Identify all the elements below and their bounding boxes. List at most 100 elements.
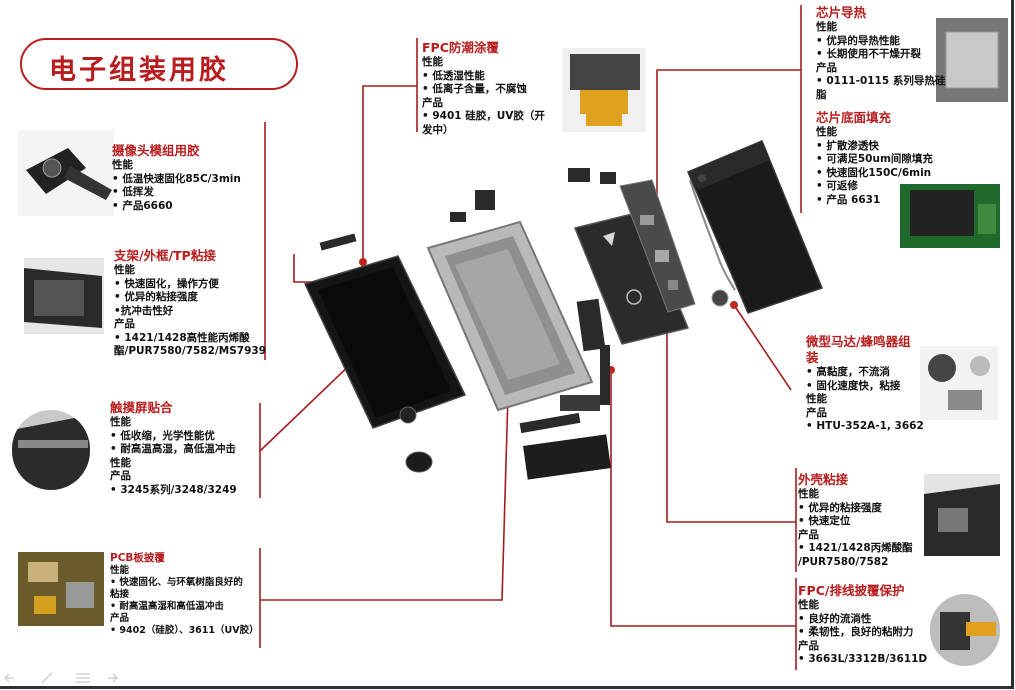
- callout-line: 产品: [422, 96, 443, 109]
- callout-line: 性能: [112, 159, 133, 171]
- callout-line: 产品: [114, 318, 135, 330]
- callout-line: 性能: [798, 599, 819, 611]
- battery-illustration: [573, 211, 690, 345]
- callout-line: 性能: [114, 264, 135, 276]
- title-pill: 电子组装用胶: [20, 38, 298, 90]
- callout-line: 性能: [816, 126, 837, 138]
- touchscreen-photo: [12, 410, 90, 490]
- callout-line: 酯/PUR7580/7582/MS7939: [114, 345, 266, 357]
- callout-heading: 外壳粘接: [798, 472, 849, 487]
- callout-line: • 扩散渗透快: [816, 139, 879, 152]
- page-title: 电子组装用胶: [49, 55, 229, 86]
- callout-line: 性能: [798, 488, 819, 500]
- pcb-photo: [18, 552, 104, 626]
- callout-line: • 9401 硅胶，UV胶（开: [422, 110, 545, 122]
- callout-line: • 低离子含量，不腐蚀: [422, 83, 527, 95]
- callout-line: • 产品 6631: [816, 193, 881, 206]
- callout-line: • 产品6660: [112, 199, 173, 212]
- fpc-cable-photo: [930, 594, 1000, 666]
- callout-line: 性能: [806, 393, 827, 405]
- callout-heading: 摄像头模组用胶: [112, 143, 200, 158]
- camera-module-photo: [18, 130, 114, 216]
- callout-chip-thermal: 芯片导热 性能 • 优异的导热性能 • 长期使用不干燥开裂 产品 • 0111-…: [816, 5, 945, 102]
- callout-heading: 芯片导热: [816, 5, 867, 20]
- callout-line: • 长期使用不干燥开裂: [816, 48, 921, 60]
- callout-line: • 耐高温高湿和高低温冲击: [110, 601, 224, 612]
- callout-line: 脂: [816, 88, 827, 101]
- callout-line: 性能: [110, 456, 131, 469]
- callout-line: • 优异的粘接强度: [798, 501, 882, 514]
- callout-housing: 外壳粘接 性能 • 优异的粘接强度 • 快速定位 产品 • 1421/1428丙…: [798, 472, 913, 569]
- callout-line: • 低透湿性能: [422, 69, 485, 82]
- cpu-chip-photo: [936, 18, 1008, 102]
- callout-underfill: 芯片底面填充 性能 • 扩散渗透快 • 可满足50um间隙填充 • 快速固化15…: [816, 110, 933, 207]
- callout-heading: FPC防潮涂覆: [422, 40, 499, 55]
- callout-line: • 1421/1428丙烯酸酯: [798, 542, 913, 554]
- callout-camera: 摄像头模组用胶 性能 • 低温快速固化85C/3min • 低挥发 • 产品66…: [112, 143, 241, 213]
- underfill-board-photo: [900, 184, 1000, 248]
- callout-motor: 微型马达/蜂鸣器组 装 • 高黏度，不流淌 • 固化速度快，粘接 性能 产品 •…: [806, 334, 924, 434]
- callout-heading: PCB板披覆: [110, 552, 165, 564]
- front-screen-illustration: [303, 255, 467, 473]
- callout-line: • 高黏度，不流淌: [806, 366, 890, 378]
- callout-line: 性能: [110, 416, 131, 428]
- callout-line: • 低收缩，光学性能优: [110, 429, 215, 442]
- callout-line: 产品: [798, 639, 819, 652]
- callout-heading: 微型马达/蜂鸣器组: [806, 334, 911, 349]
- callout-line: /PUR7580/7582: [798, 555, 889, 568]
- callout-heading: 支架/外框/TP粘接: [114, 248, 216, 263]
- callout-line: • 0111-0115 系列导热硅: [816, 75, 946, 87]
- callout-fpc-coating: FPC防潮涂覆 性能 • 低透湿性能 • 低离子含量，不腐蚀 产品 • 9401…: [422, 40, 545, 137]
- callout-line: • 快速固化、与环氧树脂良好的: [110, 577, 243, 588]
- pen-icon[interactable]: [41, 672, 53, 684]
- callout-line: • 3663L/3312B/3611D: [798, 653, 928, 665]
- callout-line: 性能: [422, 56, 443, 68]
- callout-touch: 触摸屏贴合 性能 • 低收缩，光学性能优 • 耐高温高湿，高低温冲击 性能 产品…: [110, 400, 237, 497]
- housing-photo: [924, 474, 1000, 556]
- callout-line: • 柔韧性，良好的粘附力: [798, 626, 914, 638]
- callout-line: • 良好的流淌性: [798, 612, 872, 625]
- callout-line: • 快速定位: [798, 515, 851, 527]
- callout-line: • HTU-352A-1, 3662: [806, 420, 924, 432]
- callout-line: 性能: [816, 21, 837, 33]
- callout-line: • 低挥发: [112, 186, 154, 198]
- callout-line: • 耐高温高湿，高低温冲击: [110, 443, 236, 455]
- logic-board-illustration: [619, 179, 696, 313]
- callout-line: • 1421/1428高性能丙烯酸: [114, 331, 250, 344]
- callout-line: • 优异的导热性能: [816, 34, 900, 47]
- back-cover-illustration: [687, 140, 823, 314]
- callout-heading: FPC/排线披覆保护: [798, 583, 905, 598]
- menu-icon[interactable]: [76, 673, 90, 683]
- callout-line: 产品: [798, 528, 819, 541]
- callout-heading: 芯片底面填充: [816, 110, 892, 125]
- callout-heading: 触摸屏贴合: [110, 400, 173, 415]
- callout-line: 产品: [110, 613, 130, 624]
- callout-line: 发中）: [422, 123, 454, 136]
- callout-line: 产品: [110, 470, 131, 482]
- callout-heading-cont: 装: [806, 350, 819, 365]
- callout-pcb: PCB板披覆 性能 • 快速固化、与环氧树脂良好的 粘接 • 耐高温高湿和高低温…: [110, 552, 259, 637]
- callout-line: 粘接: [110, 589, 130, 600]
- callout-line: • 固化速度快，粘接: [806, 379, 901, 392]
- callout-line: • 可返修: [816, 180, 858, 192]
- callout-line: 产品: [816, 61, 837, 74]
- callout-line: •抗冲击性好: [114, 304, 174, 317]
- prev-slide-icon[interactable]: [4, 673, 14, 683]
- midframe-illustration: [426, 220, 594, 412]
- callout-line: 性能: [110, 565, 130, 576]
- callout-line: • 低温快速固化85C/3min: [112, 172, 241, 185]
- next-slide-icon[interactable]: [108, 673, 119, 683]
- callout-line: • 快速固化，操作方便: [114, 277, 219, 290]
- callout-fpc-protect: FPC/排线披覆保护 性能 • 良好的流淌性 • 柔韧性，良好的粘附力 产品 •…: [798, 583, 927, 667]
- callout-bracket: 支架/外框/TP粘接 性能 • 快速固化，操作方便 • 优异的粘接强度 •抗冲击…: [114, 248, 266, 359]
- callout-line: • 优异的粘接强度: [114, 291, 198, 303]
- callout-line: • 9402（硅胶）、3611（UV胶）: [110, 625, 259, 636]
- slide-nav-controls[interactable]: [4, 670, 144, 686]
- motor-buzzer-photo: [920, 346, 998, 420]
- bracket-photo: [24, 258, 104, 334]
- callout-line: • 可满足50um间隙填充: [816, 153, 933, 165]
- fpc-display-photo: [562, 48, 646, 132]
